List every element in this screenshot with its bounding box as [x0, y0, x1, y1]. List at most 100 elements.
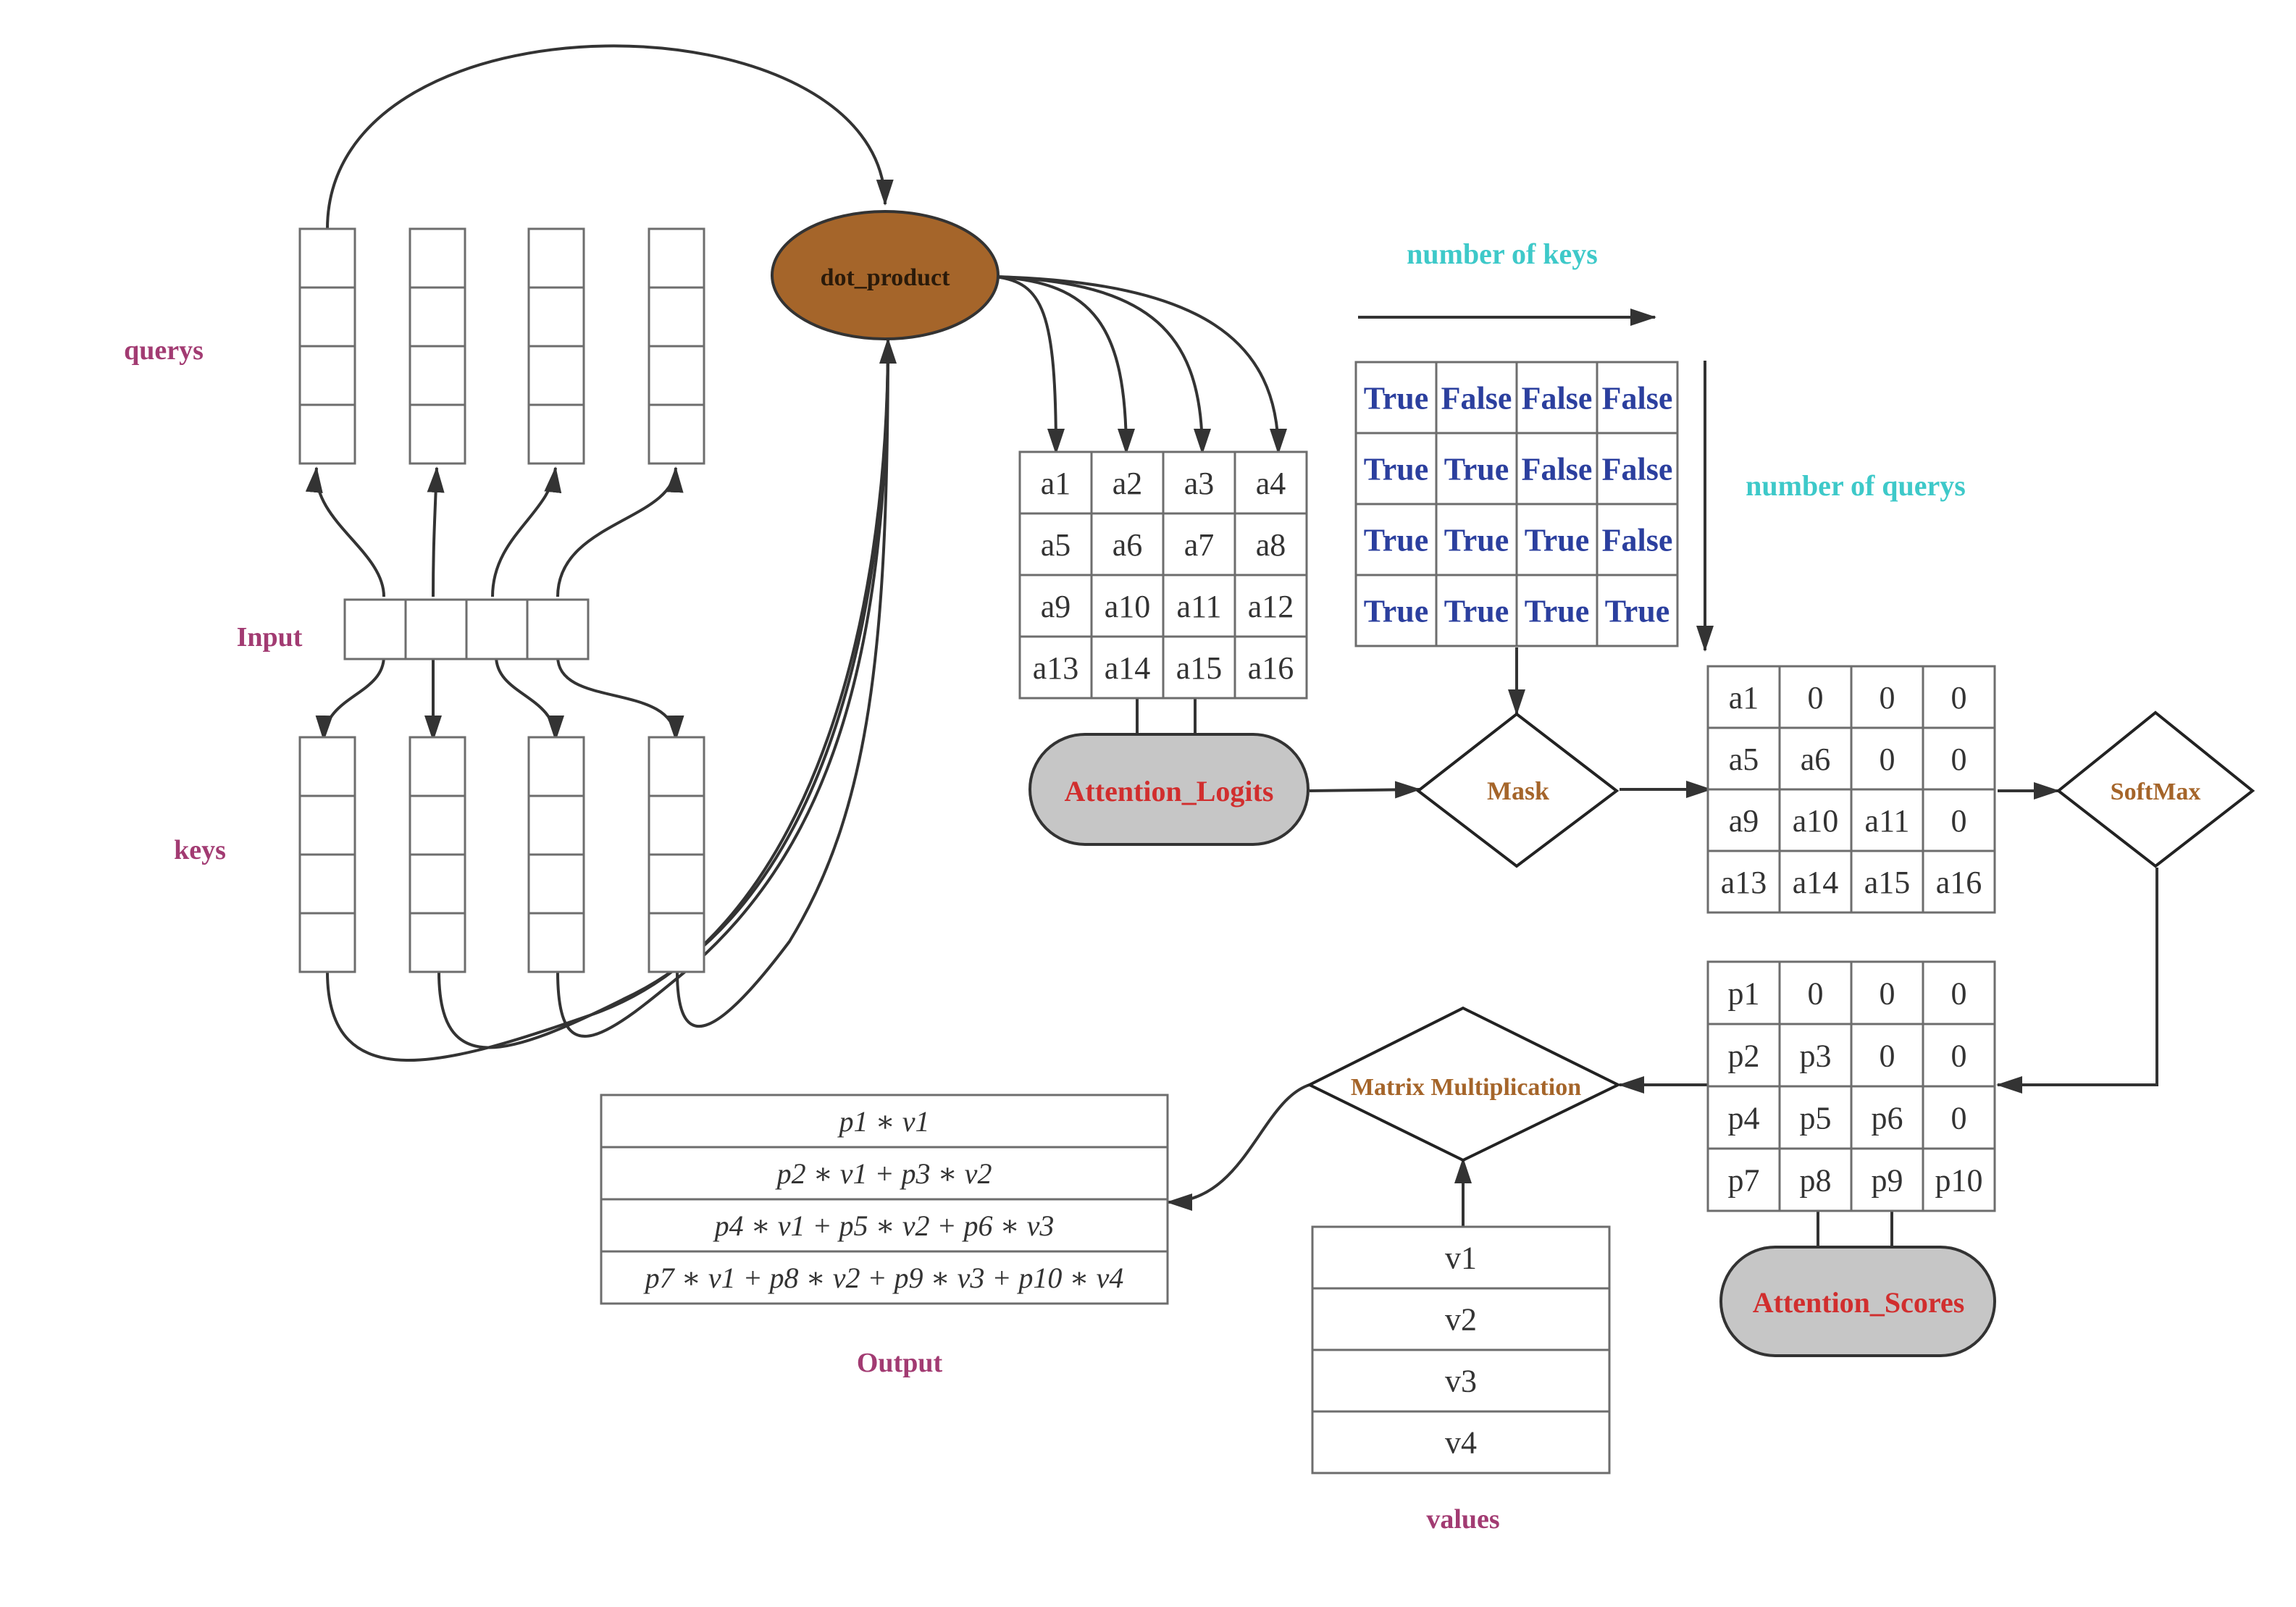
mask-label: Mask [1487, 776, 1549, 805]
masked-logit-cell [1706, 665, 1781, 729]
logit-cell [1018, 635, 1093, 700]
key-vector-1-cell [298, 736, 356, 797]
masked-logit-value: 0 [1808, 680, 1824, 716]
output-row-text: p2 ∗ v1 + p3 ∗ v2 [775, 1157, 992, 1190]
query-vector-3-cell [527, 345, 585, 406]
score-cell [1778, 960, 1853, 1025]
mask-value: True [1525, 522, 1590, 558]
logit-value: a2 [1113, 466, 1143, 501]
logit-value: a13 [1033, 650, 1079, 686]
edge-input-to-key-4 [556, 655, 684, 742]
edge-input-to-query-2 [427, 466, 445, 597]
mask-value: True [1364, 522, 1429, 558]
logit-value: a1 [1041, 466, 1071, 501]
query-vector-4-cell [648, 227, 705, 289]
score-value: 0 [1951, 1038, 1967, 1073]
value-row-text: v4 [1445, 1425, 1477, 1461]
logit-value: a11 [1177, 589, 1222, 624]
logit-cell [1233, 635, 1308, 700]
masked-logit-value: a14 [1793, 865, 1839, 900]
query-vector-3-cell [527, 403, 585, 465]
masked-logit-value: a5 [1729, 742, 1759, 777]
logit-value: a10 [1105, 589, 1151, 624]
query-vector-4-cell [648, 286, 705, 348]
logit-cell [1018, 512, 1093, 576]
score-value: p1 [1728, 975, 1760, 1011]
mask-cell [1354, 361, 1438, 435]
score-value: p2 [1728, 1038, 1760, 1073]
mask-value: True [1444, 451, 1509, 487]
mask-value: True [1525, 593, 1590, 629]
edge-input-to-query-1 [305, 466, 385, 597]
values-label: values [1426, 1504, 1499, 1535]
mask-cell [1515, 432, 1599, 505]
value-row-cell [1311, 1410, 1611, 1474]
score-value: 0 [1951, 1100, 1967, 1136]
query-vector-2-cell [408, 227, 466, 289]
score-value: p7 [1728, 1162, 1760, 1198]
masked-logit-cell [1706, 849, 1781, 914]
querys-label: querys [124, 335, 204, 366]
score-value: 0 [1880, 1038, 1895, 1073]
score-cell [1850, 960, 1924, 1025]
score-cell [1922, 960, 1996, 1025]
number-of-querys-label: number of querys [1746, 469, 1966, 502]
query-vector-1-cell [298, 227, 356, 289]
logit-value: a9 [1041, 589, 1071, 624]
output-row-cell [600, 1094, 1169, 1149]
query-vector-3-cell [527, 227, 585, 289]
logit-value: a15 [1176, 650, 1223, 686]
score-value: p3 [1800, 1038, 1832, 1073]
score-value: p4 [1728, 1100, 1760, 1136]
query-vector-3-cell [527, 286, 585, 348]
edge-dot-to-a1 [994, 275, 1065, 455]
masked-logit-cell [1778, 849, 1853, 914]
output-row-text: p1 ∗ v1 [837, 1105, 930, 1138]
score-value: 0 [1880, 975, 1895, 1011]
query-vector-4-cell [648, 345, 705, 406]
query-vectors [298, 227, 705, 465]
mask-cell [1515, 574, 1599, 647]
key-vector-4-cell [648, 853, 705, 915]
logit-value: a16 [1248, 650, 1294, 686]
edge-key-3-to-dot-product [556, 338, 889, 1038]
mask-value: True [1444, 522, 1509, 558]
key-vector-3-cell [527, 853, 585, 915]
mask-value: True [1364, 380, 1429, 416]
key-vector-3-cell [527, 794, 585, 856]
mask-value: False [1441, 380, 1512, 416]
input-vector [343, 598, 590, 660]
score-cell [1922, 1147, 1996, 1212]
mask-cell [1596, 574, 1679, 647]
edge-dot-to-a4 [994, 275, 1287, 455]
logit-cell [1233, 512, 1308, 576]
logit-value: a12 [1248, 589, 1294, 624]
masked-logit-value: a16 [1936, 865, 1982, 900]
masked-logit-value: 0 [1951, 803, 1967, 839]
edge-key-2-to-dot-product [437, 338, 889, 1049]
mask-value: True [1444, 593, 1509, 629]
score-value: p8 [1800, 1162, 1832, 1198]
score-value: p5 [1800, 1100, 1832, 1136]
mask-value: True [1605, 593, 1670, 629]
output-row-cell [600, 1250, 1169, 1305]
score-cell [1778, 1085, 1853, 1150]
output-row-cell [600, 1146, 1169, 1201]
key-vector-4-cell [648, 736, 705, 797]
key-vector-1-cell [298, 912, 356, 973]
masked-logit-value: 0 [1880, 742, 1895, 777]
key-vector-2-cell [408, 794, 466, 856]
attention-scores-label: Attention_Scores [1753, 1286, 1965, 1319]
key-vector-2-cell [408, 853, 466, 915]
attention-logits-label: Attention_Logits [1065, 775, 1274, 807]
value-row-cell [1311, 1348, 1611, 1413]
number-of-keys-label: number of keys [1407, 238, 1598, 270]
value-row-cell [1311, 1225, 1611, 1290]
query-vector-2-cell [408, 403, 466, 465]
score-cell [1922, 1023, 1996, 1088]
